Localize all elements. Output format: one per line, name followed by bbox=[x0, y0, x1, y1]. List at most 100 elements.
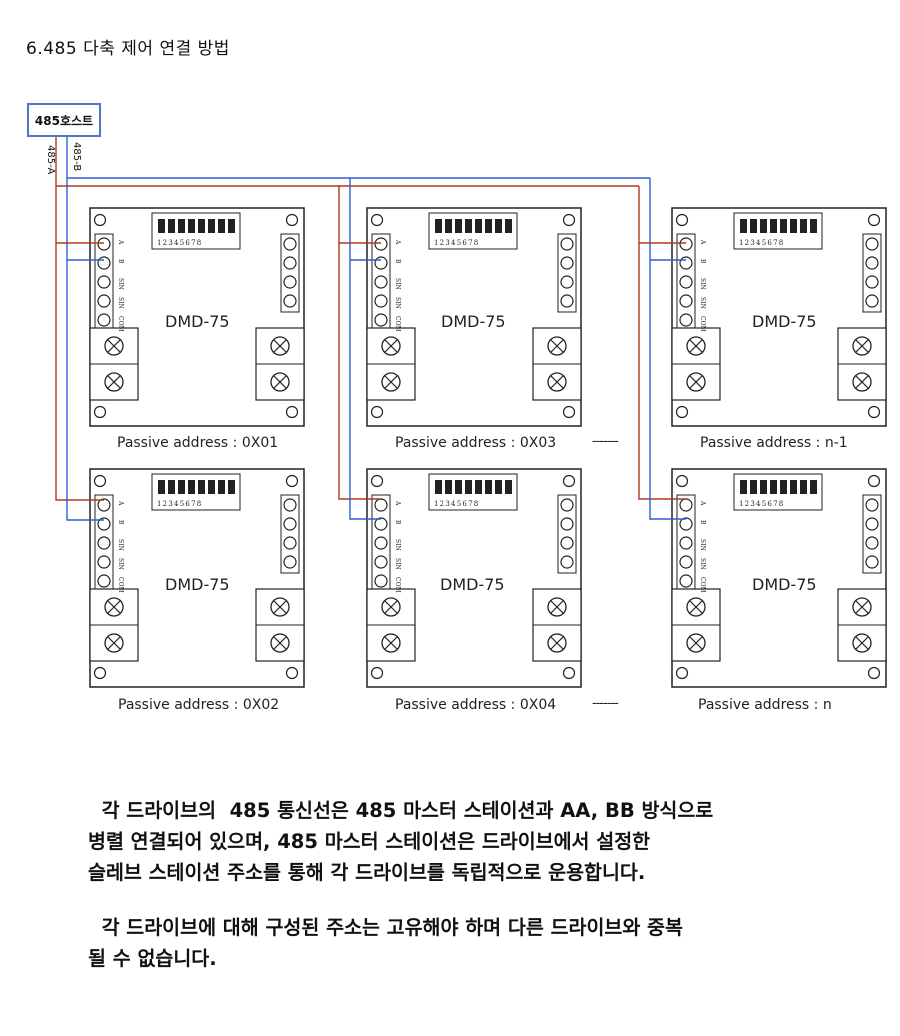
left-pin-5-3 bbox=[679, 275, 693, 289]
screw-3-1-1 bbox=[381, 336, 401, 356]
board-name-2: DMD-75 bbox=[165, 575, 230, 594]
left-pin-4-2 bbox=[374, 517, 388, 531]
right-pin-6-2 bbox=[865, 517, 879, 531]
dip-switch-1-1 bbox=[158, 219, 165, 233]
pin-label-left-4-3: SIN bbox=[394, 539, 401, 551]
rs485-host-box: 485호스트 bbox=[27, 103, 101, 137]
mounting-hole-5-3 bbox=[675, 405, 689, 419]
dip-switch-6-7 bbox=[800, 480, 807, 494]
right-pin-3-4 bbox=[560, 294, 574, 308]
screw-slot-b-5-1-2 bbox=[689, 375, 703, 389]
right-pin-4-1 bbox=[560, 498, 574, 512]
pin-label-left-3-2: B bbox=[394, 259, 401, 264]
left-pin-5-5 bbox=[679, 313, 693, 327]
left-pin-5-1 bbox=[679, 237, 693, 251]
dip-switch-6-5 bbox=[780, 480, 787, 494]
dip-switch-4-4 bbox=[465, 480, 472, 494]
board-name-3: DMD-75 bbox=[441, 312, 506, 331]
dip-switch-block-3 bbox=[428, 212, 518, 250]
screw-4-1-2 bbox=[381, 633, 401, 653]
right-pin-6-3 bbox=[865, 536, 879, 550]
screw-slot-b-5-2-2 bbox=[855, 375, 869, 389]
board-address-6: Passive address : n bbox=[698, 697, 832, 713]
right-pin-3-3 bbox=[560, 275, 574, 289]
screw-4-2-1 bbox=[547, 597, 567, 617]
left-pin-3-3 bbox=[374, 275, 388, 289]
pin-label-left-3-5: COM bbox=[394, 316, 401, 332]
dip-switch-5-6 bbox=[790, 219, 797, 233]
screw-1-2-1 bbox=[270, 336, 290, 356]
board-name-4: DMD-75 bbox=[440, 575, 505, 594]
pin-label-left-5-4: SIN bbox=[699, 297, 706, 309]
screw-4-2-2 bbox=[547, 633, 567, 653]
screw-slot-b-5-1-1 bbox=[689, 339, 703, 353]
pin-label-left-5-2: B bbox=[699, 259, 706, 264]
left-pin-3-1 bbox=[374, 237, 388, 251]
screw-slot-b-3-2-2 bbox=[550, 375, 564, 389]
screw-slot-b-5-2-1 bbox=[855, 339, 869, 353]
continuation-dashes-bottom: ------- bbox=[592, 696, 619, 711]
wire-b-col-3 bbox=[649, 178, 686, 520]
dip-switch-4-2 bbox=[445, 480, 452, 494]
dip-switch-5-8 bbox=[810, 219, 817, 233]
left-pin-4-5 bbox=[374, 574, 388, 588]
dip-switch-5-2 bbox=[750, 219, 757, 233]
pin-label-left-6-5: COM bbox=[699, 577, 706, 593]
pin-label-left-5-1: A bbox=[699, 239, 706, 245]
dip-switch-2-4 bbox=[188, 480, 195, 494]
screw-6-1-2 bbox=[686, 633, 706, 653]
mounting-hole-1-3 bbox=[93, 405, 107, 419]
screw-5-2-2 bbox=[852, 372, 872, 392]
screw-3-2-1 bbox=[547, 336, 567, 356]
mounting-hole-6-4 bbox=[867, 666, 881, 680]
screw-3-1-2 bbox=[381, 372, 401, 392]
dip-numbers-5: 1 2 3 4 5 6 7 8 bbox=[739, 239, 783, 247]
left-pin-2-1 bbox=[97, 498, 111, 512]
left-pin-5-4 bbox=[679, 294, 693, 308]
right-pin-1-1 bbox=[283, 237, 297, 251]
mounting-hole-2-4 bbox=[285, 666, 299, 680]
screw-slot-b-1-1-2 bbox=[107, 375, 121, 389]
dip-switch-block-5 bbox=[733, 212, 823, 250]
screw-slot-b-4-1-1 bbox=[384, 600, 398, 614]
dip-numbers-2: 1 2 3 4 5 6 7 8 bbox=[157, 500, 201, 508]
dip-numbers-4: 1 2 3 4 5 6 7 8 bbox=[434, 500, 478, 508]
mounting-hole-2-1 bbox=[93, 474, 107, 488]
screw-2-2-1 bbox=[270, 597, 290, 617]
right-pin-4-4 bbox=[560, 555, 574, 569]
pin-label-left-6-1: A bbox=[699, 500, 706, 506]
right-pin-6-1 bbox=[865, 498, 879, 512]
mounting-hole-1-4 bbox=[285, 405, 299, 419]
pin-label-left-3-4: SIN bbox=[394, 297, 401, 309]
dip-switch-2-5 bbox=[198, 480, 205, 494]
mounting-hole-5-4 bbox=[867, 405, 881, 419]
screw-5-2-1 bbox=[852, 336, 872, 356]
screw-slot-b-4-2-2 bbox=[550, 636, 564, 650]
pin-label-left-2-3: SIN bbox=[117, 539, 124, 551]
pin-label-left-2-1: A bbox=[117, 500, 124, 506]
board-address-5: Passive address : n-1 bbox=[700, 435, 848, 451]
screw-1-2-2 bbox=[270, 372, 290, 392]
pin-label-left-1-4: SIN bbox=[117, 297, 124, 309]
right-connector-1 bbox=[280, 233, 300, 313]
left-pin-3-2 bbox=[374, 256, 388, 270]
screw-slot-b-3-1-1 bbox=[384, 339, 398, 353]
dip-switch-1-7 bbox=[218, 219, 225, 233]
mounting-hole-2-3 bbox=[93, 666, 107, 680]
pin-label-left-4-4: SIN bbox=[394, 558, 401, 570]
dip-switch-5-4 bbox=[770, 219, 777, 233]
dip-switch-3-3 bbox=[455, 219, 462, 233]
dip-switch-2-1 bbox=[158, 480, 165, 494]
right-pin-5-2 bbox=[865, 256, 879, 270]
left-pin-1-4 bbox=[97, 294, 111, 308]
pin-label-left-6-3: SIN bbox=[699, 539, 706, 551]
right-pin-2-1 bbox=[283, 498, 297, 512]
dip-switch-1-6 bbox=[208, 219, 215, 233]
dip-switch-5-1 bbox=[740, 219, 747, 233]
screw-6-2-2 bbox=[852, 633, 872, 653]
dip-switch-4-3 bbox=[455, 480, 462, 494]
dip-switch-3-2 bbox=[445, 219, 452, 233]
pin-label-left-2-4: SIN bbox=[117, 558, 124, 570]
pin-label-left-5-3: SIN bbox=[699, 278, 706, 290]
dip-switch-5-5 bbox=[780, 219, 787, 233]
